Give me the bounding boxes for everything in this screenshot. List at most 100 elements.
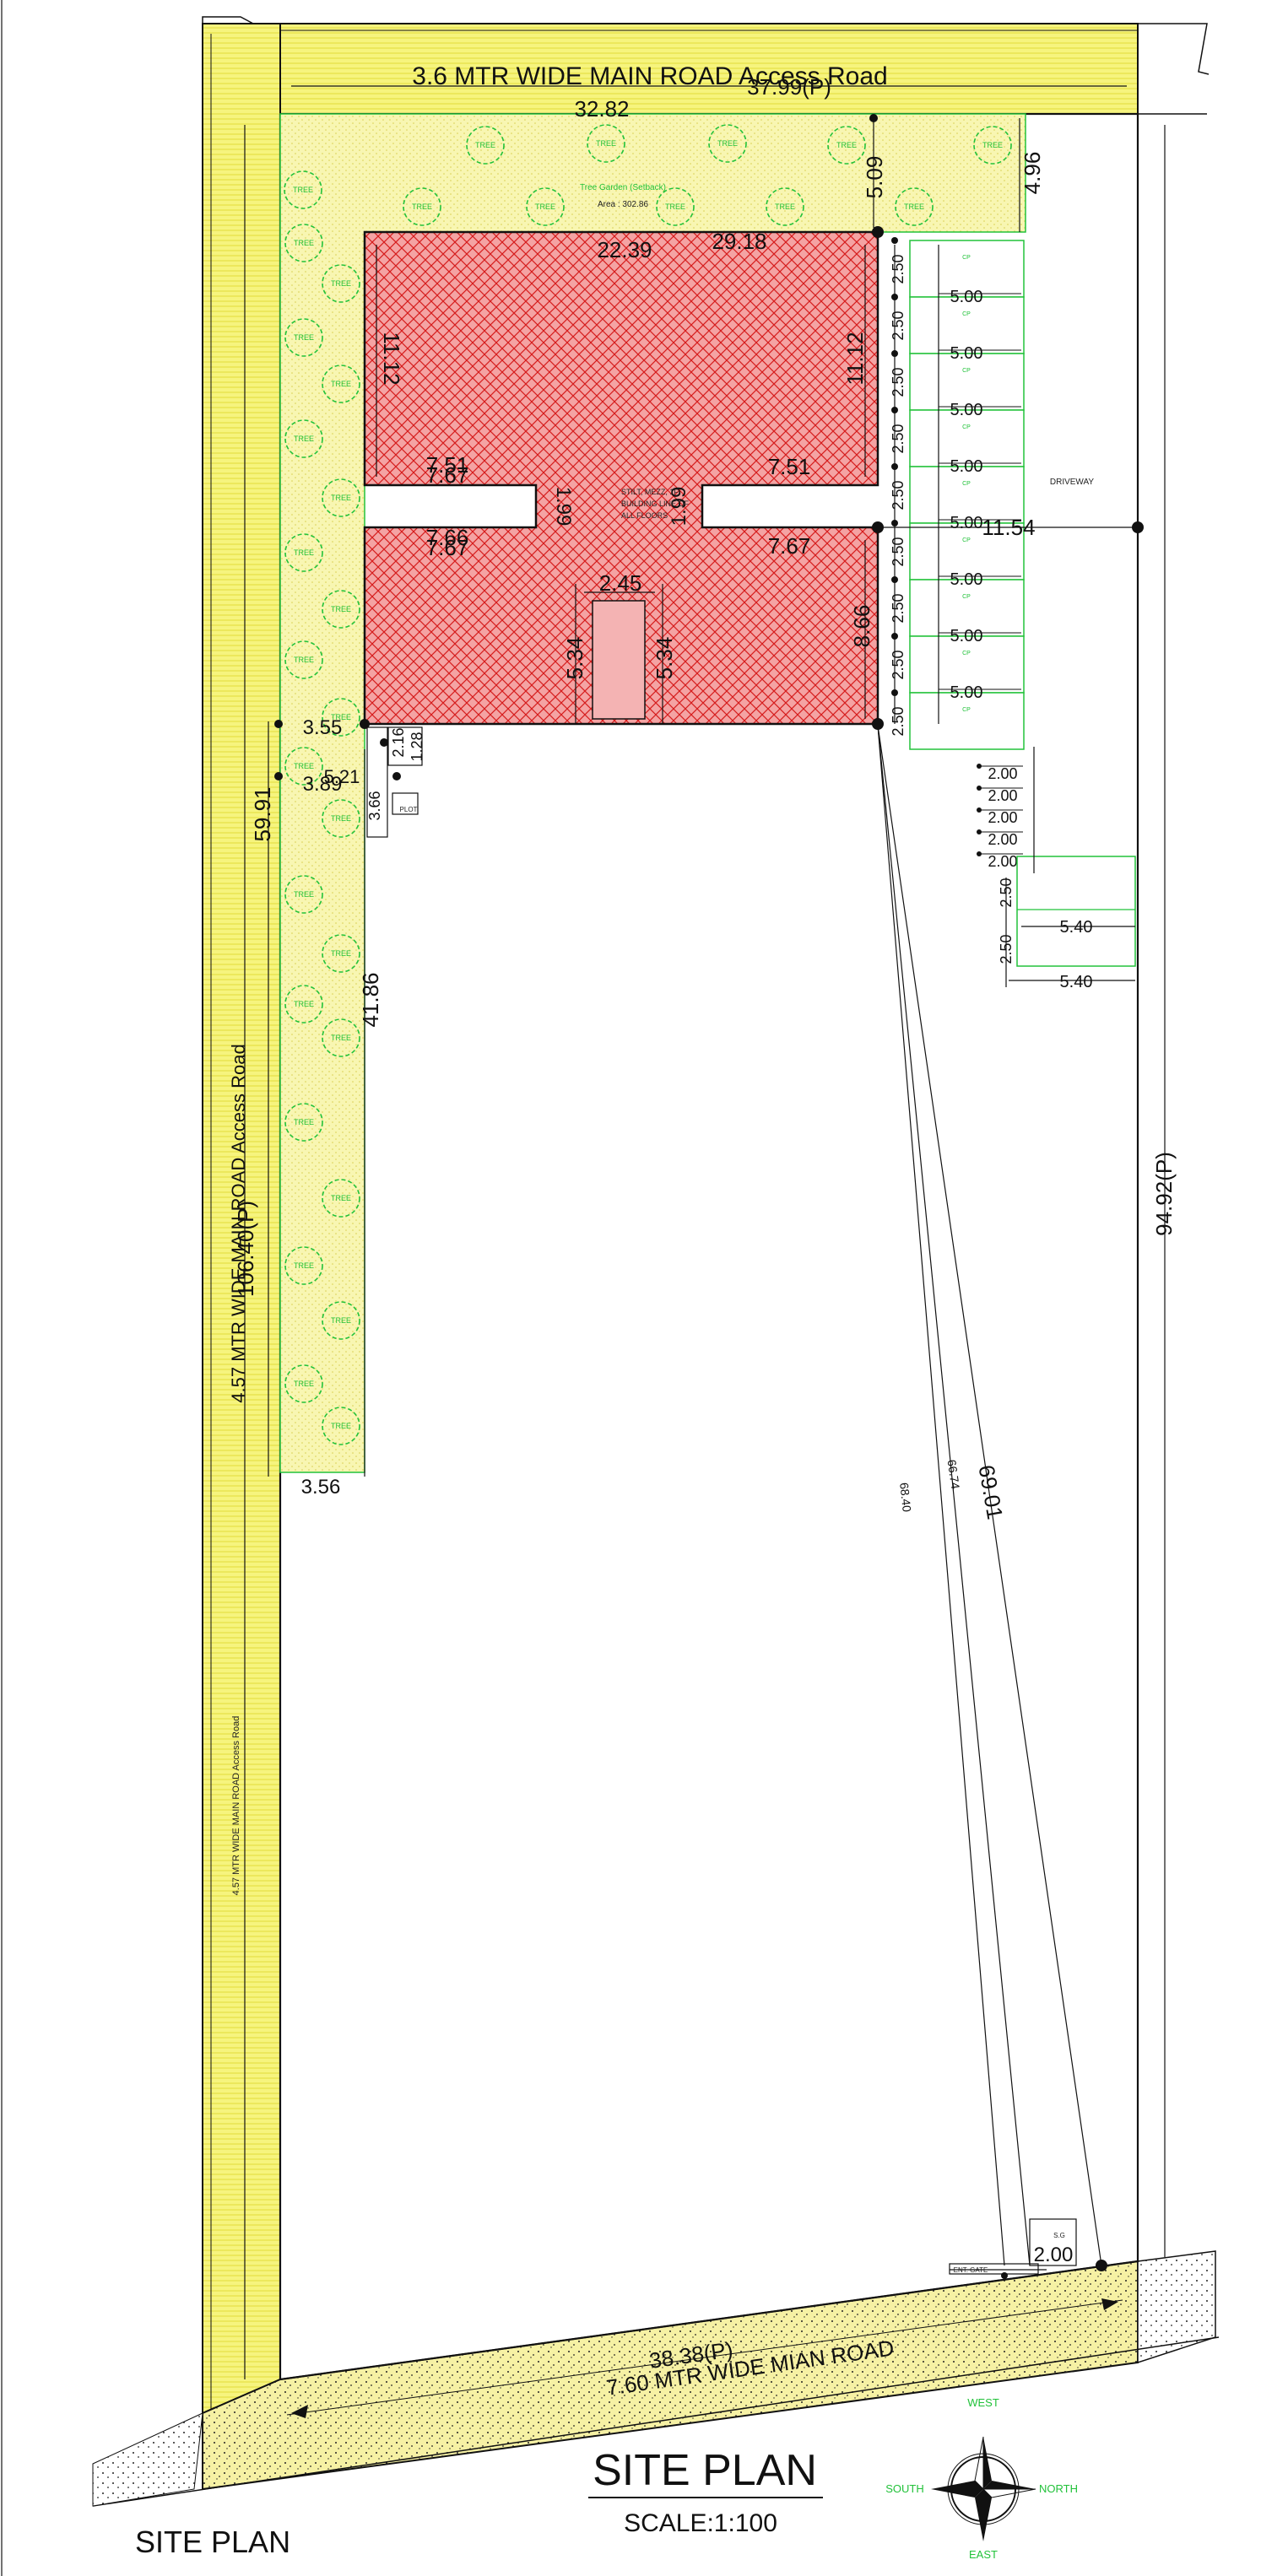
tree-label: TREE (331, 279, 351, 288)
parking-bay-length: 5.00 (950, 457, 983, 476)
tree-icon (466, 126, 505, 165)
tree-icon (322, 1301, 360, 1340)
compass-west: WEST (967, 2396, 999, 2409)
tree-icon (322, 365, 360, 403)
dim-3-66: 3.66 (366, 791, 383, 820)
tree-label: TREE (294, 1000, 314, 1008)
parking-cp-label: CP (962, 255, 971, 261)
driveway-label: DRIVEWAY (1050, 478, 1095, 487)
dim-22-39: 22.39 (597, 237, 652, 262)
tree-label: TREE (836, 141, 857, 149)
tree-label: TREE (412, 203, 432, 211)
parking-bay-width: 2.50 (890, 424, 907, 453)
tree-icon (284, 170, 322, 209)
dim-5-21: 5.21 (324, 766, 360, 787)
sg-label: S.G (1053, 2232, 1065, 2239)
tree-label: TREE (717, 139, 738, 148)
parking-bay (909, 353, 1025, 411)
dim-68-40: 68.40 (897, 1482, 914, 1513)
tree-icon (322, 698, 360, 737)
tree-label: TREE (293, 186, 313, 194)
dim-11-12-left: 11.12 (379, 332, 404, 385)
dim-106-40: 106.40(P) (233, 1201, 258, 1297)
dim-41-86: 41.86 (358, 972, 383, 1027)
tree-label: TREE (665, 203, 685, 211)
tree-icon (284, 875, 323, 914)
tree-label: TREE (535, 203, 555, 211)
building-note-3: ALL FLOORS (621, 511, 668, 520)
tree-icon (322, 799, 360, 838)
parking-cp-label: CP (962, 594, 971, 600)
parking-cp-label: CP (962, 651, 971, 656)
ent-gate-label: ENT. GATE (954, 2266, 988, 2274)
dim-2-45: 2.45 (599, 570, 642, 596)
parking-bay (909, 466, 1025, 524)
plan-scale: SCALE:1:100 (624, 2509, 777, 2537)
left-road-small-label: 4.57 MTR WIDE MAIN ROAD Access Road (231, 1716, 241, 1896)
tree-label: TREE (331, 713, 351, 721)
tree-label: TREE (331, 1194, 351, 1202)
parking-bay-length: 5.00 (950, 288, 983, 306)
parking-bay-length: 5.00 (950, 570, 983, 589)
tree-label: TREE (294, 1118, 314, 1126)
tree-icon (322, 1407, 360, 1445)
dim-5-34-right: 5.34 (652, 637, 677, 680)
dim-2-16: 2.16 (390, 727, 407, 757)
small-bay-length: 2.00 (988, 765, 1017, 782)
dimension-dots (274, 114, 1144, 2279)
dim-2-00: 2.00 (1034, 2244, 1074, 2266)
tree-icon (284, 640, 323, 679)
building-note-2: BUILDING LINE OF (621, 500, 690, 508)
parking-bay-width: 2.50 (890, 706, 907, 736)
tree-icon (322, 1018, 360, 1057)
dim-59-91: 59.91 (250, 786, 275, 841)
compass-east: EAST (969, 2548, 998, 2561)
garden-area: Area : 302.86 (598, 200, 648, 209)
dim-1-99-left: 1.99 (552, 487, 575, 527)
parking-bay (909, 522, 1025, 581)
top-road-label: 3.6 MTR WIDE MAIN ROAD Access Road (412, 62, 887, 90)
dim-37-99: 37.99(P) (747, 74, 831, 100)
parking-bay-length: 5.00 (950, 401, 983, 419)
small-bay-length: 2.00 (988, 831, 1017, 848)
dim-7-51-left: 7.51 (426, 452, 469, 478)
tree-label: TREE (331, 605, 351, 613)
tree-label: TREE (331, 494, 351, 502)
dim-11-54: 11.54 (982, 515, 1035, 540)
small-bay-tick (977, 851, 982, 856)
tree-icon (766, 187, 804, 226)
dim-29-18: 29.18 (712, 229, 766, 254)
small-bay-tick (977, 786, 982, 791)
parking-cp-label: CP (962, 707, 971, 713)
parking-bay (909, 692, 1025, 750)
garden-name: Tree Garden (Setback) (580, 183, 666, 192)
parking-bay-length: 5.00 (950, 344, 983, 363)
dimension-lines (244, 85, 1166, 2379)
parking-bay-width: 2.50 (890, 311, 907, 340)
tree-label: TREE (596, 139, 616, 148)
tree-icon (284, 224, 323, 262)
dim-7-51-right: 7.51 (768, 454, 811, 479)
parking-bay-width: 2.50 (890, 254, 907, 284)
parking-cp-label: CP (962, 368, 971, 374)
tree-label: TREE (294, 548, 314, 557)
tree-label: TREE (475, 141, 495, 149)
parking-cp-label: CP (962, 481, 971, 487)
dim-8-66: 8.66 (849, 605, 874, 648)
dim-11-12-right: 11.12 (842, 332, 868, 385)
trees-group: TREE TREE TREE TREE TREE TREE TREE TREE TREE TREE… (284, 124, 1012, 1445)
plot-boxes (366, 726, 1077, 2275)
wide-bay-length-2: 5.40 (1060, 973, 1093, 991)
dim-3-89: 3.89 (303, 773, 343, 796)
dim-5-09: 5.09 (862, 156, 887, 199)
building-note-1: STILT, MEZZ, 1F (621, 488, 679, 496)
tree-label: TREE (331, 1422, 351, 1430)
tree-icon (656, 187, 695, 226)
tree-icon (284, 1364, 323, 1403)
tree-label: TREE (331, 1034, 351, 1042)
tree-label: TREE (331, 1316, 351, 1325)
parking-bay (909, 409, 1025, 467)
tree-label: TREE (294, 239, 314, 247)
parking-bay-length: 5.00 (950, 514, 983, 532)
small-bay-tick (977, 829, 982, 834)
